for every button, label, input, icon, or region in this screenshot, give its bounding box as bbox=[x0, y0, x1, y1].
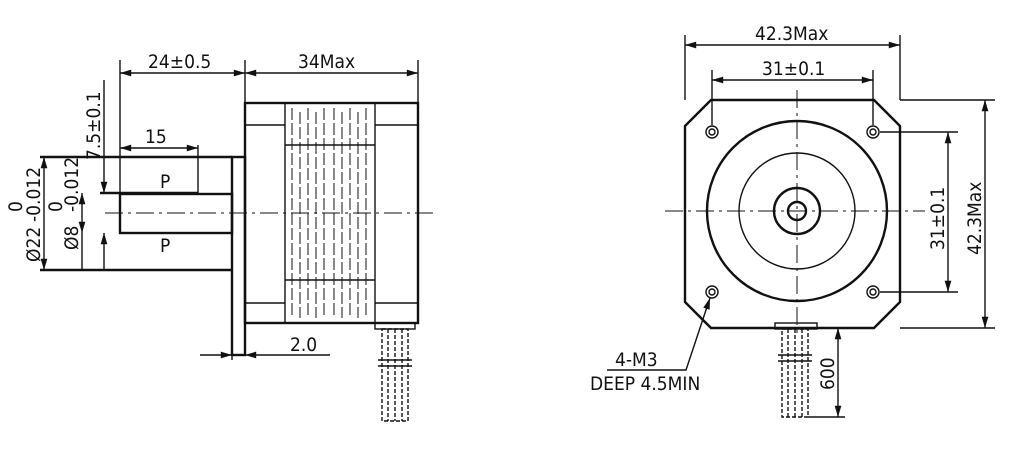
hole-pitch-horizontal-dim: 31±0.1 bbox=[762, 58, 825, 80]
flange-thickness-dim: 2.0 bbox=[290, 334, 317, 356]
flat-mark: P bbox=[160, 235, 170, 257]
hole-note-thread: 4-M3 bbox=[615, 349, 658, 371]
boss-tol-upper: 0 bbox=[5, 201, 27, 212]
lead-wires bbox=[774, 322, 818, 418]
side-view: 24±0.5 34Max 15 7.5±0.1 P P Ø8 -0.012 0 … bbox=[5, 51, 435, 422]
flat-mark: P bbox=[160, 171, 170, 193]
shaft-diameter-dim: Ø8 bbox=[61, 226, 83, 250]
shaft-tol-lower: -0.012 bbox=[61, 157, 83, 212]
flat-length-dim: 15 bbox=[145, 126, 167, 148]
boss-diameter-dim: Ø22 bbox=[23, 227, 45, 262]
width-dim: 42.3Max bbox=[755, 23, 828, 45]
flange bbox=[230, 155, 247, 357]
flat-depth-dim: 7.5±0.1 bbox=[83, 91, 105, 160]
hole-pitch-vertical-dim: 31±0.1 bbox=[927, 187, 949, 250]
boss-tol-lower: -0.012 bbox=[23, 167, 45, 222]
front-view: 42.3Max 31±0.1 31±0.1 42.3Max 4-M3 DEEP … bbox=[590, 23, 995, 418]
height-dim: 42.3Max bbox=[964, 182, 986, 255]
shaft-tol-upper: 0 bbox=[45, 201, 67, 212]
body-length-dim: 34Max bbox=[298, 51, 355, 73]
mounting-holes bbox=[705, 125, 880, 299]
lead-length-dim: 600 bbox=[817, 357, 839, 390]
motor-face bbox=[683, 98, 902, 330]
lead-wires bbox=[374, 322, 416, 422]
shaft-protrusion-dim: 24±0.5 bbox=[148, 51, 211, 73]
hole-note-depth: DEEP 4.5MIN bbox=[590, 373, 700, 395]
